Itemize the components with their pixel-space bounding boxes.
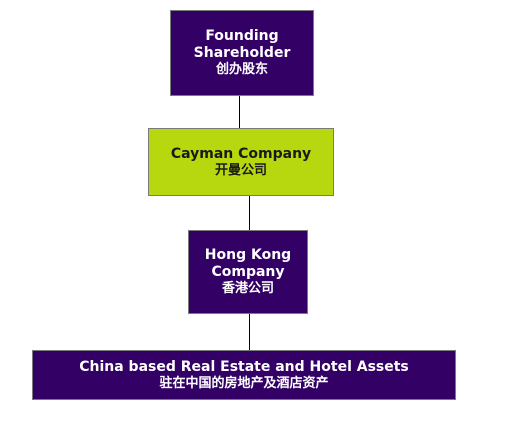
node-label-en-line1: China based Real Estate and Hotel Assets [79, 358, 409, 375]
node-label-en-line1: Hong Kong [204, 246, 292, 263]
node-label-en-line2: Company [211, 264, 285, 281]
node-label-en-line2: Shareholder [193, 45, 291, 62]
node-label-zh: 开曼公司 [214, 162, 267, 178]
connector-founding-to-cayman [239, 96, 240, 128]
node-hong-kong-company: Hong Kong Company 香港公司 [188, 230, 308, 314]
node-china-assets: China based Real Estate and Hotel Assets… [32, 350, 456, 400]
node-label-zh: 香港公司 [221, 281, 274, 297]
node-label-en-line1: Founding [205, 27, 279, 44]
node-label-zh: 驻在中国的房地产及酒店资产 [159, 375, 329, 391]
connector-hongkong-to-china [249, 314, 250, 350]
node-founding-shareholder: Founding Shareholder 创办股东 [170, 10, 314, 96]
node-label-en-line1: Cayman Company [170, 145, 312, 162]
node-cayman-company: Cayman Company 开曼公司 [148, 128, 334, 196]
connector-cayman-to-hongkong [249, 196, 250, 230]
node-label-zh: 创办股东 [215, 62, 268, 78]
